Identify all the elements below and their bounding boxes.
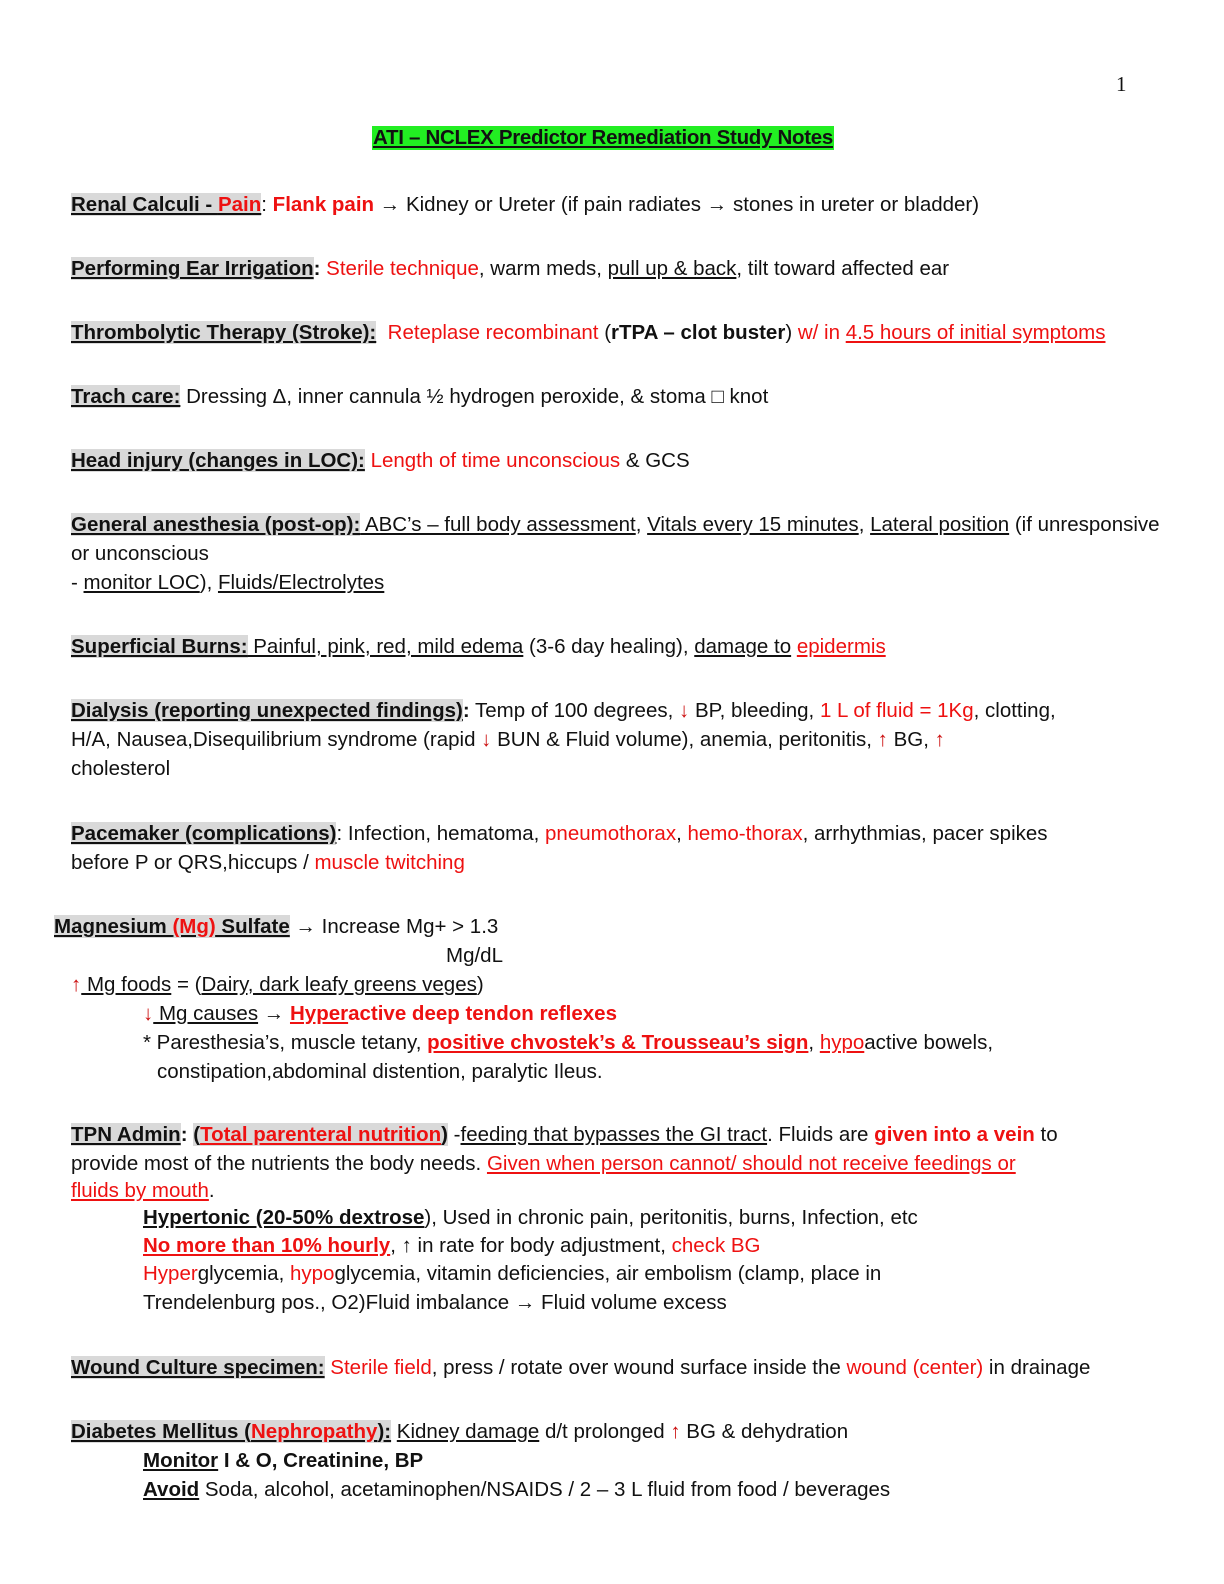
magnesium-entry: Magnesium (Mg) Sulfate → Increase Mg+ > … xyxy=(54,915,994,1083)
thrombolytic-entry: Thrombolytic Therapy (Stroke): Reteplase… xyxy=(71,321,1106,344)
document-title: ATI – NCLEX Predictor Remediation Study … xyxy=(372,126,834,150)
superficial-burns-entry: Superficial Burns: Painful, pink, red, m… xyxy=(71,635,886,658)
ear-heading: Performing Ear Irrigation xyxy=(71,257,314,280)
renal-heading: Renal Calculi - Pain xyxy=(71,193,262,216)
renal-calculi-entry: Renal Calculi - Pain: Flank pain → Kidne… xyxy=(71,193,980,216)
up-arrow-icon: ↑ xyxy=(670,1420,681,1443)
pacemaker-heading: Pacemaker (complications) xyxy=(71,822,337,845)
diabetes-entry: Diabetes Mellitus (Nephropathy): Kidney … xyxy=(71,1420,891,1501)
up-arrow-icon: ↑ xyxy=(877,728,888,751)
up-arrow-icon: ↑ xyxy=(934,728,945,751)
flank-pain: Flank pain xyxy=(272,193,375,216)
head-injury-entry: Head injury (changes in LOC): Length of … xyxy=(71,449,690,472)
page-number: 1 xyxy=(1116,72,1127,96)
trach-heading: Trach care: xyxy=(71,385,181,408)
down-arrow-icon: ↓ xyxy=(679,699,690,722)
tpn-entry: TPN Admin: (Total parenteral nutrition) … xyxy=(71,1123,1058,1314)
down-arrow-icon: ↓ xyxy=(143,1002,154,1025)
tpn-heading: TPN Admin xyxy=(71,1123,181,1146)
anesthesia-heading: General anesthesia (post-op): xyxy=(71,513,361,536)
wound-heading: Wound Culture specimen: xyxy=(71,1356,325,1379)
dialysis-heading: Dialysis (reporting unexpected findings) xyxy=(71,699,463,722)
pacemaker-entry: Pacemaker (complications): Infection, he… xyxy=(71,822,1048,874)
dialysis-entry: Dialysis (reporting unexpected findings)… xyxy=(71,699,1056,780)
head-injury-heading: Head injury (changes in LOC): xyxy=(71,449,365,472)
diabetes-heading: Diabetes Mellitus (Nephropathy): xyxy=(71,1420,392,1443)
general-anesthesia-entry: General anesthesia (post-op): ABC’s – fu… xyxy=(71,513,1160,594)
burns-heading: Superficial Burns: xyxy=(71,635,248,658)
up-arrow-icon: ↑ xyxy=(71,973,82,996)
trach-care-entry: Trach care: Dressing Δ, inner cannula ½ … xyxy=(71,385,769,408)
wound-culture-entry: Wound Culture specimen: Sterile field, p… xyxy=(71,1356,1091,1379)
magnesium-heading: Magnesium (Mg) Sulfate xyxy=(54,915,290,938)
thrombolytic-heading: Thrombolytic Therapy (Stroke): xyxy=(71,321,377,344)
down-arrow-icon: ↓ xyxy=(481,728,492,751)
ear-irrigation-entry: Performing Ear Irrigation: Sterile techn… xyxy=(71,257,950,280)
